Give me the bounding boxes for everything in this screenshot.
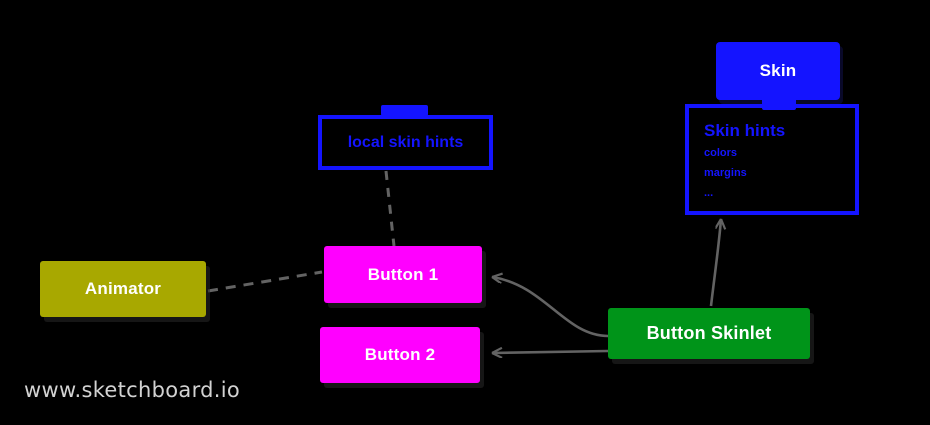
node-button-2[interactable]: Button 2: [320, 327, 480, 383]
watermark: www.sketchboard.io: [24, 378, 241, 402]
node-animator[interactable]: Animator: [40, 261, 206, 317]
node-local-skin-hints[interactable]: local skin hints: [318, 115, 493, 170]
skin-hints-item-margins: margins: [704, 167, 747, 179]
skin-hints-item-colors: colors: [704, 147, 738, 159]
edge-skinlet-button2: [492, 351, 609, 353]
edge-skinlet-skinhints: [709, 219, 721, 307]
skin-hints-item-ellipsis: ...: [704, 187, 714, 199]
node-skin-hints-title: Skin hints: [704, 121, 786, 140]
edge-skinlet-button1: [492, 277, 609, 338]
node-local-skin-hints-label: local skin hints: [347, 133, 464, 151]
node-button-1[interactable]: Button 1: [324, 246, 482, 303]
node-button-2-label: Button 2: [364, 345, 436, 364]
edge-localhints-button1: [384, 170, 396, 247]
node-animator-label: Animator: [84, 279, 162, 298]
node-skin-label: Skin: [759, 61, 797, 80]
node-skin[interactable]: Skin: [716, 42, 840, 100]
node-button-1-label: Button 1: [367, 264, 439, 284]
node-button-skinlet-label: Button Skinlet: [646, 323, 772, 343]
node-button-skinlet[interactable]: Button Skinlet: [608, 308, 810, 359]
local-skin-hints-tab: [381, 105, 428, 116]
node-skin-hints[interactable]: Skin hints colors margins ...: [685, 104, 859, 215]
edge-animator-button1: [207, 270, 323, 293]
